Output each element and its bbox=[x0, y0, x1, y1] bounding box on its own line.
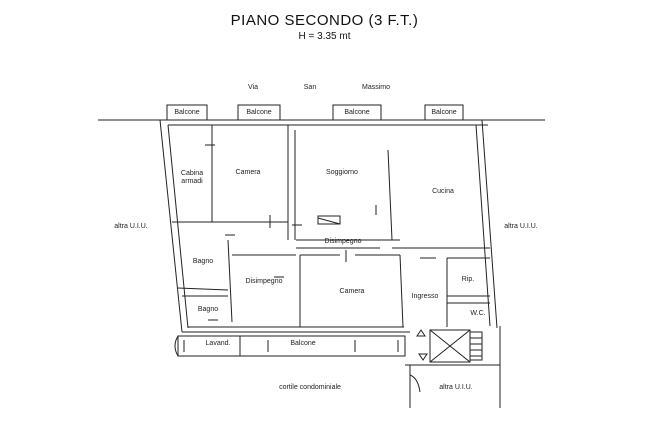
room-disimpegno-1: Disimpegno bbox=[324, 238, 362, 245]
room-camera-1: Camera bbox=[235, 169, 261, 176]
balcony-top-1 bbox=[166, 104, 208, 121]
balcony-top-4-label: Balcone bbox=[431, 109, 457, 116]
wall-soggiorno-cucina bbox=[387, 149, 393, 241]
room-camera-2: Camera bbox=[339, 288, 365, 295]
neighbor-right: altra U.I.U. bbox=[504, 223, 538, 230]
room-soggiorno: Soggiorno bbox=[326, 169, 358, 176]
left-outer-wall bbox=[159, 119, 183, 333]
wall-bagno1-bottom bbox=[177, 287, 229, 291]
balcony-top-3-label: Balcone bbox=[344, 109, 370, 116]
balcony-top-2-label: Balcone bbox=[246, 109, 272, 116]
room-rip: Rip. bbox=[461, 276, 475, 283]
bottom-right-curve bbox=[409, 374, 421, 393]
neighbor-bottom-right: altra U.I.U. bbox=[439, 384, 473, 391]
courtyard-label: cortile condominiale bbox=[279, 384, 341, 391]
plan-title: PIANO SECONDO (3 F.T.) bbox=[230, 12, 419, 29]
right-inner-wall bbox=[475, 124, 491, 327]
balcony-round-end bbox=[174, 335, 179, 357]
balcony-top-2 bbox=[237, 104, 281, 121]
plan-height: H = 3.35 mt bbox=[298, 31, 351, 42]
room-bagno-2: Bagno bbox=[197, 306, 219, 313]
balcony-top-4 bbox=[424, 104, 464, 121]
neighbor-left: altra U.I.U. bbox=[114, 223, 148, 230]
balcony-top-1-label: Balcone bbox=[174, 109, 200, 116]
street-label-via: Via bbox=[248, 84, 258, 91]
room-disimpegno-2: Disimpegno bbox=[245, 278, 283, 285]
right-outer-wall bbox=[481, 119, 498, 329]
room-wc: W.C. bbox=[470, 310, 486, 317]
stair-mark bbox=[317, 217, 341, 225]
balcony-bottom bbox=[177, 335, 406, 357]
wall-camera2-right bbox=[399, 254, 404, 328]
street-label-massimo: Massimo bbox=[361, 84, 391, 91]
room-cucina: Cucina bbox=[432, 188, 454, 195]
wall-bagno-disimpegno bbox=[227, 239, 233, 323]
room-ingresso: Ingresso bbox=[411, 293, 439, 300]
room-lavand: Lavand. bbox=[205, 340, 231, 347]
room-cabina-armadi: Cabina armadi bbox=[180, 170, 204, 185]
balcony-top-3 bbox=[332, 104, 382, 121]
room-balcone-bottom: Balcone bbox=[290, 340, 316, 347]
left-inner-wall bbox=[167, 124, 189, 329]
street-label-san: San bbox=[303, 84, 317, 91]
room-bagno-1: Bagno bbox=[192, 258, 214, 265]
